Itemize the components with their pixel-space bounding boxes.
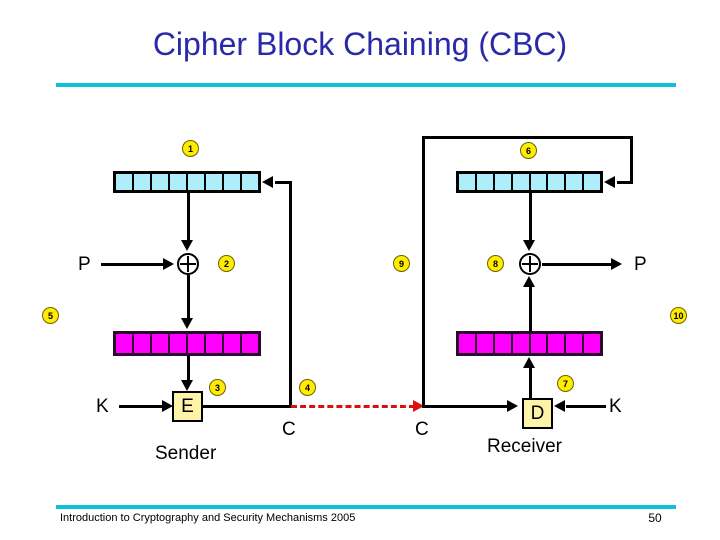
register-cell bbox=[152, 174, 170, 190]
receiver-key-line bbox=[566, 405, 606, 408]
receiver-shift-register bbox=[456, 171, 603, 193]
step-badge-3: 3 bbox=[209, 379, 226, 396]
receiver-register-to-xor-up-arrowhead bbox=[523, 276, 535, 287]
register-cell bbox=[242, 334, 258, 353]
page-number: 50 bbox=[648, 511, 662, 525]
sender-plaintext-label: P bbox=[78, 254, 91, 275]
register-cell bbox=[224, 174, 242, 190]
page-title: Cipher Block Chaining (CBC) bbox=[152, 26, 568, 62]
sender-caption: Sender bbox=[155, 443, 217, 464]
register-cell bbox=[530, 334, 549, 353]
sender-key-label: K bbox=[96, 396, 109, 417]
receiver-register-to-xor-up-line bbox=[529, 286, 532, 331]
register-cell bbox=[224, 334, 242, 353]
step-badge-6: 6 bbox=[520, 142, 537, 159]
step-badge-5: 5 bbox=[42, 307, 59, 324]
receiver-data-register bbox=[456, 331, 603, 356]
step-badge-7: 7 bbox=[557, 375, 574, 392]
sender-plaintext-line bbox=[101, 263, 163, 266]
register-cell bbox=[134, 334, 152, 353]
register-cell bbox=[584, 174, 600, 190]
receiver-ciphertext-label: C bbox=[415, 419, 429, 440]
receiver-plaintext-label: P bbox=[634, 254, 647, 275]
register-cell bbox=[152, 334, 170, 353]
register-cell bbox=[548, 334, 567, 353]
receiver-key-label: K bbox=[609, 396, 622, 417]
encrypt-box: E bbox=[172, 391, 203, 422]
register-cell bbox=[476, 334, 495, 353]
sender-ciphertext-label: C bbox=[282, 419, 296, 440]
receiver-feedback-into-register-line bbox=[617, 181, 633, 184]
register-cell bbox=[494, 334, 513, 353]
step-badge-9: 9 bbox=[393, 255, 410, 272]
register-cell bbox=[566, 334, 585, 353]
register-cell bbox=[494, 174, 513, 190]
register-cell bbox=[459, 334, 477, 353]
register-cell bbox=[459, 174, 477, 190]
sender-key-line bbox=[119, 405, 163, 408]
sender-xor-to-register-arrowhead bbox=[181, 318, 193, 329]
receiver-xor-gate bbox=[519, 253, 541, 275]
sender-register-to-encrypt-arrowhead bbox=[181, 380, 193, 391]
register-cell bbox=[530, 174, 549, 190]
register-cell bbox=[242, 174, 258, 190]
receiver-feedback-top-line bbox=[422, 136, 633, 139]
step-badge-10: 10 bbox=[670, 307, 687, 324]
register-cell bbox=[206, 334, 224, 353]
register-cell bbox=[134, 174, 152, 190]
receiver-key-arrowhead bbox=[554, 400, 565, 412]
receiver-register-to-xor-arrowhead bbox=[523, 240, 535, 251]
receiver-caption: Receiver bbox=[487, 436, 562, 457]
register-cell bbox=[566, 174, 585, 190]
receiver-ciphertext-line bbox=[422, 405, 508, 408]
channel-dashed-line bbox=[291, 405, 415, 408]
sender-key-arrowhead bbox=[162, 400, 173, 412]
receiver-plaintext-line bbox=[542, 263, 612, 266]
footer-divider bbox=[56, 505, 676, 509]
sender-plaintext-arrowhead bbox=[163, 258, 174, 270]
receiver-feedback-right-line bbox=[630, 136, 633, 182]
sender-register-to-xor-line bbox=[187, 193, 190, 241]
step-badge-4: 4 bbox=[299, 379, 316, 396]
sender-shift-register bbox=[113, 171, 261, 193]
register-cell bbox=[548, 174, 567, 190]
decrypt-box: D bbox=[522, 398, 553, 429]
sender-data-register bbox=[113, 331, 261, 356]
title-divider bbox=[56, 83, 676, 87]
register-cell bbox=[188, 334, 206, 353]
receiver-feedback-left-line bbox=[422, 137, 425, 407]
sender-feedback-vertical-line bbox=[289, 181, 292, 407]
register-cell bbox=[512, 174, 531, 190]
register-cell bbox=[170, 174, 188, 190]
register-cell bbox=[116, 334, 134, 353]
register-cell bbox=[116, 174, 134, 190]
receiver-plaintext-arrowhead bbox=[611, 258, 622, 270]
register-cell bbox=[188, 174, 206, 190]
receiver-ciphertext-arrowhead bbox=[507, 400, 518, 412]
sender-register-to-xor-arrowhead bbox=[181, 240, 193, 251]
register-cell bbox=[584, 334, 600, 353]
register-cell bbox=[206, 174, 224, 190]
receiver-decrypt-to-register-arrowhead bbox=[523, 357, 535, 368]
sender-register-to-encrypt-line bbox=[187, 356, 190, 382]
receiver-register-to-xor-line bbox=[529, 193, 532, 241]
register-cell bbox=[170, 334, 188, 353]
sender-ciphertext-line bbox=[203, 405, 292, 408]
register-cell bbox=[476, 174, 495, 190]
step-badge-2: 2 bbox=[218, 255, 235, 272]
register-cell bbox=[512, 334, 531, 353]
step-badge-8: 8 bbox=[487, 255, 504, 272]
footer-text: Introduction to Cryptography and Securit… bbox=[60, 512, 356, 524]
sender-feedback-arrowhead bbox=[262, 176, 273, 188]
step-badge-1: 1 bbox=[182, 140, 199, 157]
sender-feedback-horizontal-line bbox=[275, 181, 291, 184]
receiver-decrypt-to-register-line bbox=[529, 368, 532, 400]
receiver-feedback-arrowhead bbox=[604, 176, 615, 188]
channel-arrowhead bbox=[413, 400, 424, 412]
sender-xor-to-register-line bbox=[187, 275, 190, 319]
sender-xor-gate bbox=[177, 253, 199, 275]
